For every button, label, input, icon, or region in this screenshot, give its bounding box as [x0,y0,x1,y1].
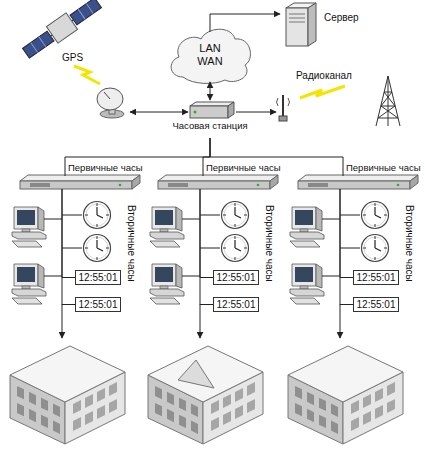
node-text: 12:55:01 [214,272,258,284]
digital-display: 12:55:01 [213,270,259,285]
signal-bolt [74,66,100,84]
primary-clock: Первичные часы [20,163,140,190]
node-text: Часовая станция [160,121,260,132]
link-arrow [130,112,188,113]
connector-line [65,138,210,176]
server-box: Сервер [280,0,390,50]
vertical-label: Вторичные часы [404,205,415,282]
analog-clock [84,202,111,229]
text-label: Радиоканал [296,70,352,81]
analog-clock [222,235,249,262]
radio-antenna [277,95,290,121]
rack-device [298,175,418,189]
feed-arrow [340,304,341,338]
signal-bolt [300,86,345,98]
vertical-label: Вторичные часы [264,205,275,282]
computer-icon [150,264,184,304]
text-label: GPS [62,52,83,63]
branch-wire [182,215,220,276]
node-text: 12:55:01 [354,272,398,284]
station-device [190,102,234,118]
vertical-label: Вторичные часы [126,205,137,282]
clock-station: Часовая станция [160,100,260,138]
connector-line [340,189,353,305]
building [288,346,403,444]
connector-line [210,14,280,32]
building [148,346,263,444]
computer-icon [150,207,184,247]
connector-line [200,189,213,278]
analog-clock [84,235,111,262]
radio-tower [376,76,400,126]
branch-wire [44,215,82,276]
feed-arrow [62,304,63,338]
computer-icon [12,264,46,304]
connector-line [210,138,343,176]
node-text: Первичные часы [206,163,281,174]
building [10,346,125,444]
computer-icon [12,207,46,247]
connector-line [340,189,353,278]
node-text: Первичные часы [68,163,143,174]
analog-clock [362,202,389,229]
network-cloud: LAN WAN [165,25,255,85]
cloud-outline [171,29,250,83]
connector-line [210,82,211,100]
analog-clock [222,202,249,229]
node-text: 12:55:01 [214,299,258,311]
node-text: LAN WAN [193,42,227,67]
node-text: 12:55:01 [354,299,398,311]
connector-line [203,138,210,176]
node-text: 12:55:01 [76,299,120,311]
link-arrow [236,112,276,113]
shape-outline [280,0,390,50]
computer-icon [290,207,324,247]
digital-display: 12:55:01 [353,270,399,285]
digital-display: 12:55:01 [75,270,121,285]
rack-device [20,175,140,189]
node-text: Сервер [324,12,359,24]
analog-clock [362,235,389,262]
digital-display: 12:55:01 [353,297,399,312]
primary-clock: Первичные часы [298,163,418,190]
digital-display: 12:55:01 [213,297,259,312]
primary-clock: Первичные часы [158,163,278,190]
node-text: Первичные часы [346,163,421,174]
gps-antenna [97,88,124,118]
branch-wire [322,215,360,276]
connector-line [62,189,75,278]
node-text: 12:55:01 [76,272,120,284]
shape-outline [160,100,260,138]
feed-arrow [200,304,201,338]
connector-line [200,189,213,305]
server-icon [286,3,316,46]
building-portico [178,360,214,388]
rack-device [158,175,278,189]
computer-icon [290,264,324,304]
connector-line [62,189,75,305]
digital-display: 12:55:01 [75,297,121,312]
